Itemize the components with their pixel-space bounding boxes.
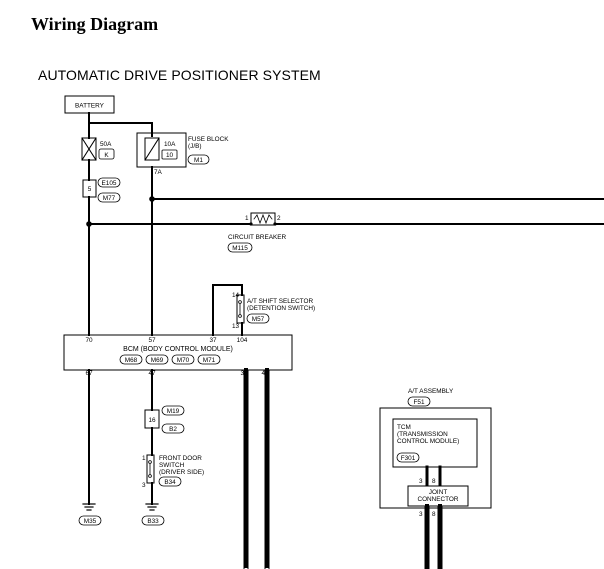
ground-m35: M35 bbox=[78, 503, 102, 526]
circuit-breaker-label: CIRCUIT BREAKER bbox=[228, 234, 287, 241]
door-switch-label-3: (DRIVER SIDE) bbox=[159, 469, 204, 476]
tcm-connector: F301 bbox=[401, 455, 416, 462]
bcm-pin-104: 104 bbox=[237, 337, 248, 344]
fusible-link: 50A K bbox=[81, 137, 115, 161]
tcm-label-2: (TRANSMISSION bbox=[397, 431, 448, 438]
tcm-label-1: TCM bbox=[397, 424, 411, 431]
harness-connector-1-upper: E105 bbox=[102, 180, 117, 187]
battery: BATTERY bbox=[64, 95, 115, 114]
joint-connector-label-2: CONNECTOR bbox=[417, 496, 458, 503]
at-assembly-label: A/T ASSEMBLY bbox=[408, 388, 454, 395]
battery-label: BATTERY bbox=[75, 103, 105, 110]
tcm-label-3: CONTROL MODULE) bbox=[397, 438, 459, 445]
harness-connector-m19: 16 M19 B2 bbox=[144, 405, 185, 434]
bcm-pin-70: 70 bbox=[85, 337, 93, 344]
door-switch-label-2: SWITCH bbox=[159, 462, 185, 469]
circuit-breaker-pin-left: 1 bbox=[245, 215, 249, 222]
bcm-connector-m71: M71 bbox=[203, 357, 216, 364]
front-door-switch: 1 3 FRONT DOOR SWITCH (DRIVER SIDE) B34 bbox=[142, 454, 204, 489]
door-switch-pin-top: 1 bbox=[142, 455, 146, 462]
shift-selector-pin-top: 14 bbox=[232, 292, 240, 299]
bcm-connector-m69: M69 bbox=[151, 357, 164, 364]
ground-b33-label: B33 bbox=[147, 518, 159, 525]
joint-upper-pin-8: 8 bbox=[432, 478, 436, 485]
page-title: Wiring Diagram bbox=[31, 14, 159, 34]
circuit-breaker-connector: M115 bbox=[232, 245, 248, 252]
fuse-amps: 10A bbox=[164, 141, 176, 148]
circuit-breaker: 1 2 CIRCUIT BREAKER M115 bbox=[227, 212, 287, 253]
harness-connector-2-lower: B2 bbox=[169, 426, 177, 433]
fusible-link-amps: 50A bbox=[100, 141, 112, 148]
at-shift-selector: 14 13 A/T SHIFT SELECTOR (DETENTION SWIT… bbox=[212, 284, 315, 336]
at-assembly-connector: F51 bbox=[413, 399, 424, 406]
bcm-connector-m68: M68 bbox=[125, 357, 138, 364]
ground-b33: B33 bbox=[141, 503, 165, 526]
door-switch-label-1: FRONT DOOR bbox=[159, 455, 202, 462]
ground-m35-label: M35 bbox=[84, 518, 97, 525]
fusible-link-id: K bbox=[104, 152, 109, 159]
fuse-block: 10A 10 FUSE BLOCK (J/B) M1 7A bbox=[136, 132, 229, 176]
door-switch-connector: B34 bbox=[164, 479, 176, 486]
door-switch-pin-bottom: 3 bbox=[142, 482, 146, 489]
shift-selector-connector: M57 bbox=[252, 316, 265, 323]
joint-connector-label-1: JOINT bbox=[429, 489, 448, 496]
harness-connector-2-upper: M19 bbox=[167, 408, 180, 415]
harness-connector-2-pin: 16 bbox=[148, 417, 156, 424]
bcm-pin-57: 57 bbox=[148, 337, 156, 344]
fuse-block-sublabel: (J/B) bbox=[188, 143, 202, 150]
harness-connector-1-pin: 5 bbox=[88, 186, 92, 193]
fuse-id: 10 bbox=[166, 152, 174, 159]
joint-upper-pin-3: 3 bbox=[419, 478, 423, 485]
diagram-title: AUTOMATIC DRIVE POSITIONER SYSTEM bbox=[38, 67, 321, 83]
harness-connector-e105: 5 E105 M77 bbox=[82, 177, 121, 203]
bcm-module: 70 57 37 104 BCM (BODY CONTROL MODULE) M… bbox=[63, 334, 293, 377]
fuse-pin: 7A bbox=[154, 169, 163, 176]
joint-lower-pin-3: 3 bbox=[419, 511, 423, 518]
at-assembly: A/T ASSEMBLY F51 TCM (TRANSMISSION CONTR… bbox=[379, 388, 492, 569]
bcm-connector-m70: M70 bbox=[177, 357, 190, 364]
shift-selector-label-1: A/T SHIFT SELECTOR bbox=[247, 298, 313, 305]
bcm-pin-37: 37 bbox=[209, 337, 217, 344]
bcm-label: BCM (BODY CONTROL MODULE) bbox=[123, 346, 233, 353]
fuse-block-label: FUSE BLOCK bbox=[188, 136, 229, 143]
fuse-block-connector: M1 bbox=[194, 157, 203, 164]
shift-selector-pin-bottom: 13 bbox=[232, 323, 240, 330]
harness-connector-1-lower: M77 bbox=[103, 195, 116, 202]
circuit-breaker-pin-right: 2 bbox=[277, 215, 281, 222]
twisted-pair-wires bbox=[243, 368, 270, 569]
joint-lower-pin-8: 8 bbox=[432, 511, 436, 518]
shift-selector-label-2: (DETENTION SWITCH) bbox=[247, 305, 315, 312]
